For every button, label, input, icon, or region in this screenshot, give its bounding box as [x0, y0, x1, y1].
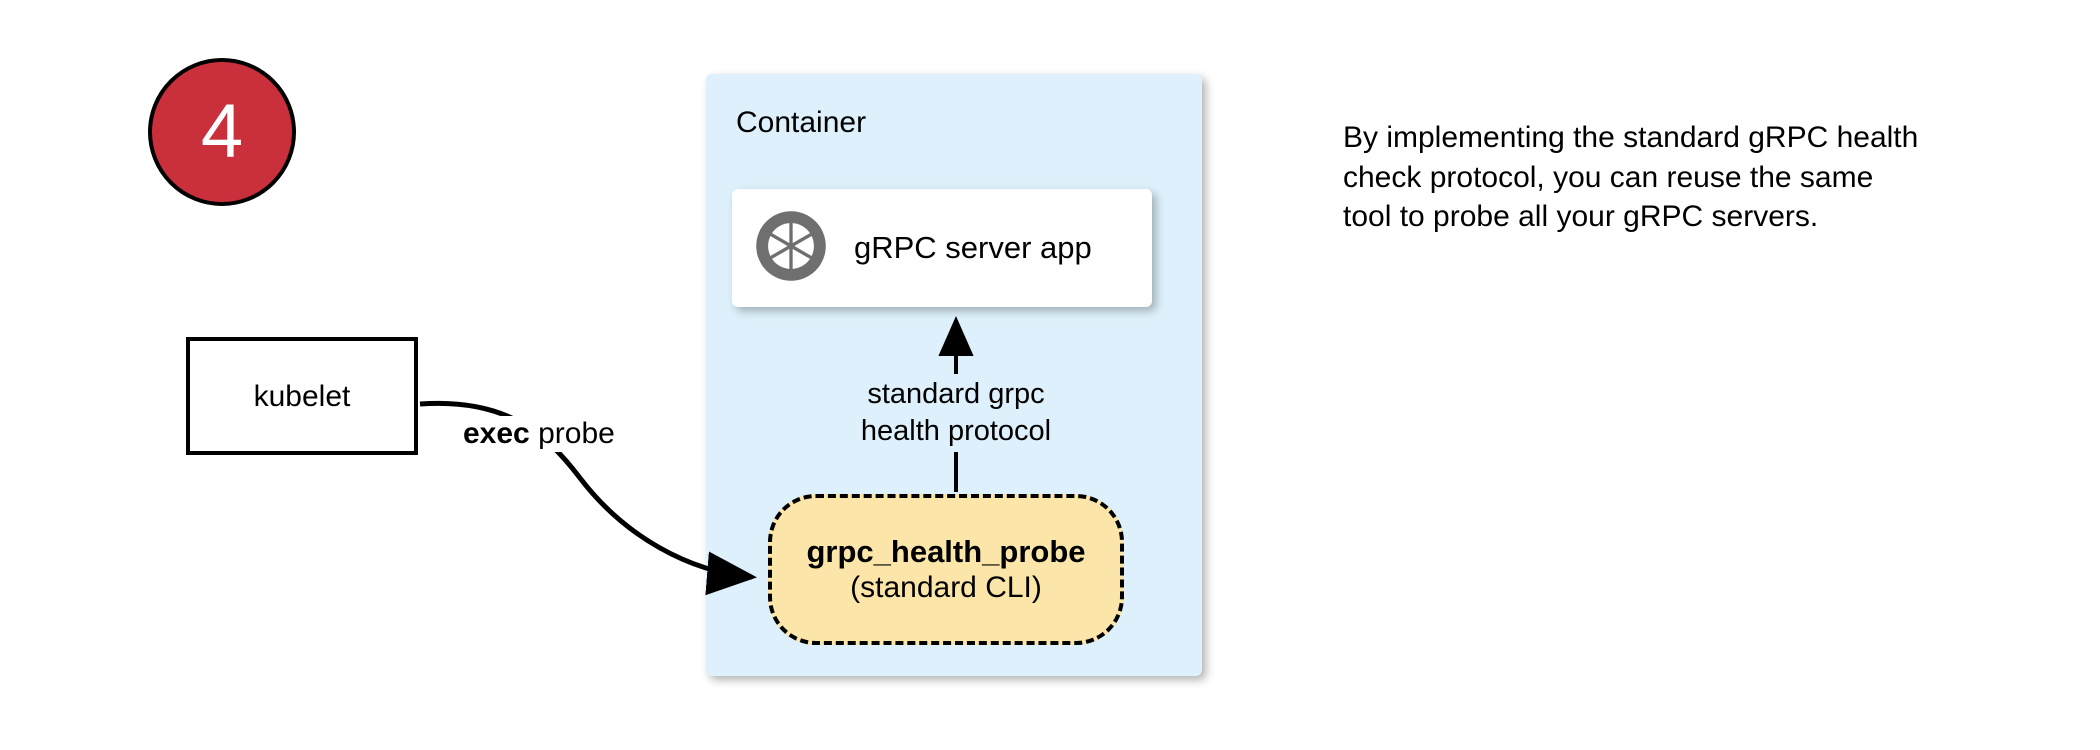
grpc-health-probe-node: grpc_health_probe (standard CLI)	[768, 494, 1124, 645]
container-title: Container	[736, 106, 867, 139]
grpc-health-probe-name: grpc_health_probe	[806, 533, 1086, 569]
health-protocol-edge-label: standard grpc health protocol	[836, 374, 1076, 453]
explanation-note: By implementing the standard gRPC health…	[1343, 121, 1919, 234]
step-number-badge: 4	[148, 58, 296, 206]
aperture-icon	[754, 209, 828, 288]
exec-probe-bold-text: exec	[463, 417, 530, 450]
grpc-health-probe-subtitle: (standard CLI)	[850, 571, 1042, 605]
health-protocol-line-1: standard grpc	[867, 378, 1045, 410]
grpc-server-app-node: gRPC server app	[732, 189, 1152, 307]
kubelet-label: kubelet	[253, 379, 351, 413]
grpc-server-app-label: gRPC server app	[854, 230, 1092, 265]
exec-probe-rest-text: probe	[529, 417, 615, 450]
step-number-text: 4	[200, 89, 244, 174]
health-protocol-line-2: health protocol	[860, 415, 1052, 448]
kubelet-node: kubelet	[186, 337, 418, 455]
exec-probe-edge-label: exec probe	[459, 416, 619, 452]
